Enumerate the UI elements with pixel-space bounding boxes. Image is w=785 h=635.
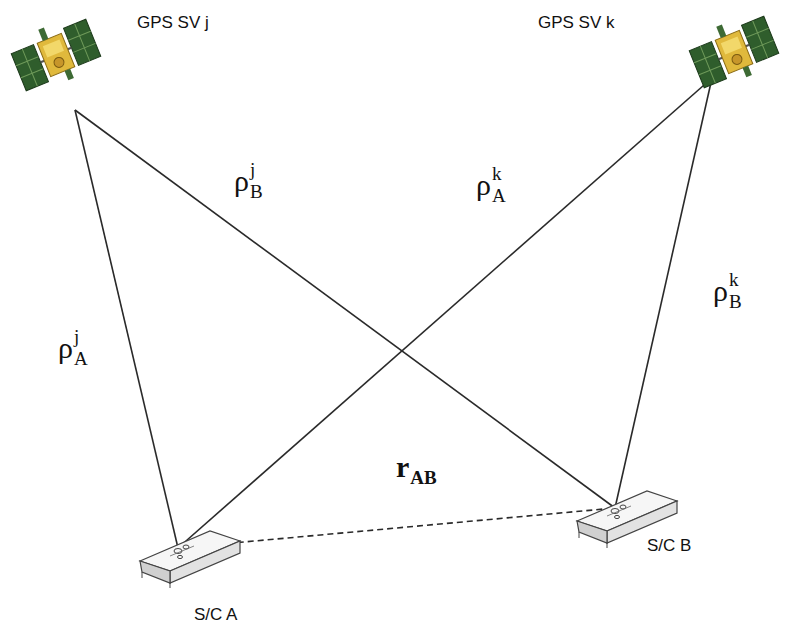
satellite-node: GPS SV j	[10, 0, 255, 110]
subscript-index: B	[250, 182, 263, 201]
superscript-index: k	[492, 164, 502, 183]
spacecraft-icon	[140, 526, 242, 590]
range-symbol: ρ	[58, 333, 73, 363]
subscript-index: A	[74, 349, 88, 368]
superscript-index: j	[250, 160, 255, 179]
range-line	[615, 78, 712, 508]
node-label: S/C B	[645, 536, 693, 556]
range-symbol: ρ	[234, 166, 249, 196]
range-symbol: ρ	[713, 276, 728, 306]
baseline-vector	[178, 508, 615, 548]
spacecraft-node: S/C A	[130, 548, 280, 628]
node-label: GPS SV k	[536, 13, 617, 33]
subscript-index: AB	[410, 468, 436, 487]
range-line	[178, 78, 712, 548]
range-symbol: ρ	[476, 170, 491, 200]
subscript-index: B	[729, 292, 742, 311]
gps-satellite-icon	[688, 2, 780, 102]
superscript-index: j	[74, 327, 79, 346]
node-label: GPS SV j	[135, 13, 211, 33]
superscript-index: k	[729, 270, 739, 289]
node-label: S/C A	[192, 605, 239, 625]
range-line	[75, 110, 178, 548]
satellite-node: GPS SV k	[530, 0, 780, 78]
vector-symbol: r	[396, 452, 409, 482]
gps-satellite-icon	[10, 5, 102, 105]
spacecraft-node: S/C B	[550, 508, 710, 568]
subscript-index: A	[492, 186, 506, 205]
range-line	[75, 110, 615, 508]
